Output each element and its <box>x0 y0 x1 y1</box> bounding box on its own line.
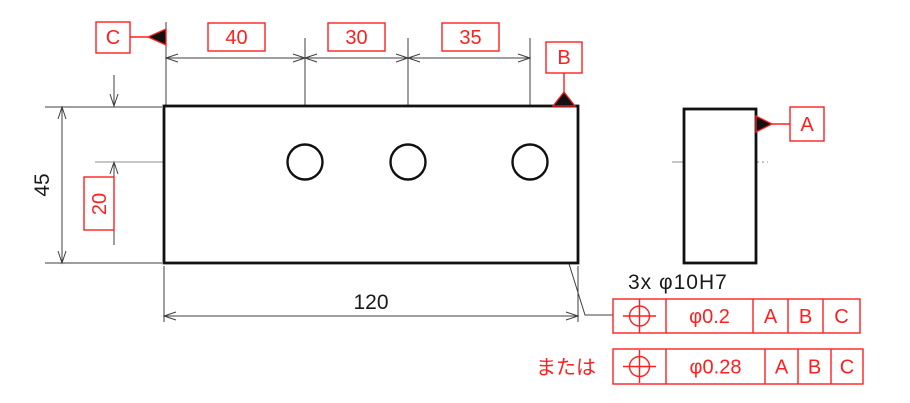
hole-1 <box>286 143 324 181</box>
datum-a-triangle-icon <box>755 114 774 134</box>
datum-flag-c: C <box>95 21 167 54</box>
fcf2-datum-a: A <box>775 357 789 379</box>
hole-2 <box>389 143 427 181</box>
fcf2-datum-b: B <box>808 357 821 379</box>
datum-c-label: C <box>106 27 120 49</box>
plate-side-view <box>682 107 758 265</box>
fcf1-datum-b: B <box>799 306 812 328</box>
datum-flag-b: B <box>545 41 583 107</box>
datum-b-triangle-icon <box>551 90 577 107</box>
hole-3 <box>511 143 549 181</box>
datum-a-label: A <box>800 114 814 136</box>
fcf-row-2: φ0.28 A B C <box>612 348 864 385</box>
datum-c-triangle-icon <box>146 27 167 47</box>
dim-width-label: 120 <box>353 291 388 314</box>
basic-dim-30: 30 <box>327 22 386 52</box>
or-alternative-label: または <box>536 357 596 379</box>
basic-dim-40-label: 40 <box>225 27 247 49</box>
basic-dim-35-label: 35 <box>459 27 481 49</box>
basic-dim-40: 40 <box>207 22 266 52</box>
fcf1-datum-c: C <box>834 306 848 328</box>
fcf1-tolerance: φ0.2 <box>689 306 730 328</box>
dim-height-label: 45 <box>31 173 54 196</box>
position-symbol-icon <box>623 299 656 333</box>
datum-b-label: B <box>557 47 570 69</box>
basic-dim-20: 20 <box>83 176 115 231</box>
hole-callout-note: 3x φ10H7 <box>628 271 728 294</box>
fcf2-datum-c: C <box>840 357 854 379</box>
fcf1-datum-a: A <box>764 306 778 328</box>
plate-front-view <box>162 104 580 265</box>
basic-dim-30-label: 30 <box>345 27 367 49</box>
basic-dim-20-label: 20 <box>89 193 111 215</box>
fcf2-tolerance: φ0.28 <box>690 357 742 379</box>
basic-dim-35: 35 <box>441 22 500 52</box>
fcf-row-1: φ0.2 A B C <box>612 298 861 334</box>
datum-flag-a: A <box>755 106 825 142</box>
position-symbol-icon <box>623 350 656 383</box>
